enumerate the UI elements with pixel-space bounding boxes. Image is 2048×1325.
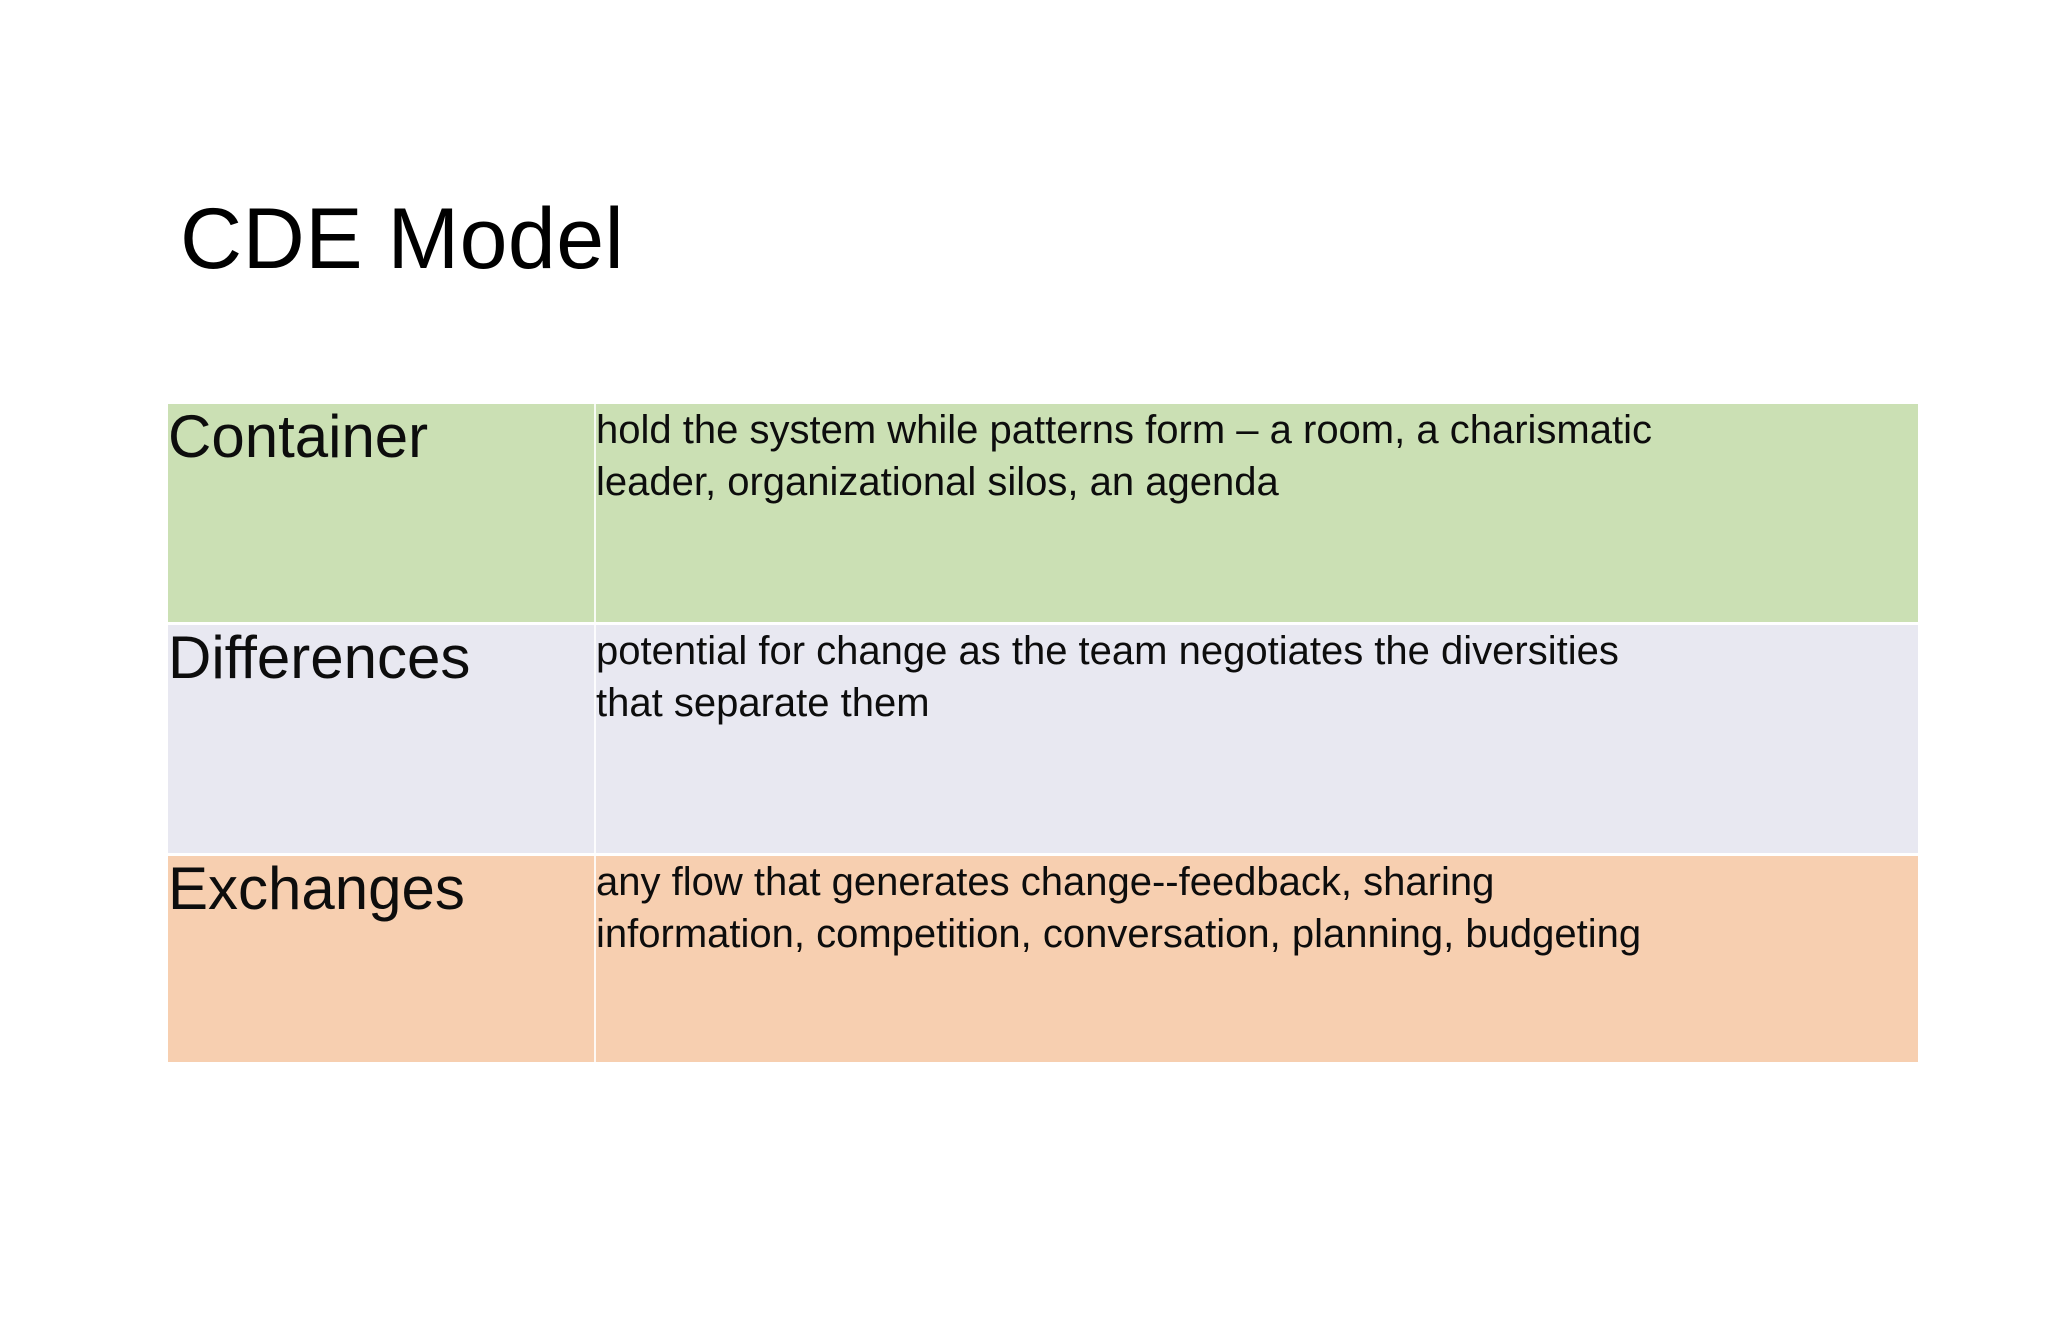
- term-cell-container: Container: [168, 404, 596, 624]
- term-cell-exchanges: Exchanges: [168, 853, 596, 1063]
- description-cell-container: hold the system while patterns form – a …: [596, 404, 1918, 624]
- table-row: Differences potential for change as the …: [168, 622, 1918, 855]
- table-row: Exchanges any flow that generates change…: [168, 853, 1918, 1063]
- description-line: hold the system while patterns form – a …: [596, 408, 1652, 452]
- cde-model-table: Container hold the system while patterns…: [168, 404, 1918, 1063]
- page-title: CDE Model: [180, 191, 625, 287]
- term-cell-differences: Differences: [168, 622, 596, 855]
- cde-model-table-body: Container hold the system while patterns…: [168, 404, 1918, 1063]
- description-cell-differences: potential for change as the team negotia…: [596, 622, 1918, 855]
- description-cell-exchanges: any flow that generates change--feedback…: [596, 853, 1918, 1062]
- table-row: Container hold the system while patterns…: [168, 404, 1918, 624]
- description-line: information, competition, conversation, …: [596, 912, 1642, 956]
- description-line: any flow that generates change--feedback…: [596, 860, 1495, 904]
- description-line: potential for change as the team negotia…: [596, 629, 1619, 673]
- description-line: leader, organizational silos, an agenda: [596, 460, 1279, 504]
- description-line: that separate them: [596, 681, 930, 725]
